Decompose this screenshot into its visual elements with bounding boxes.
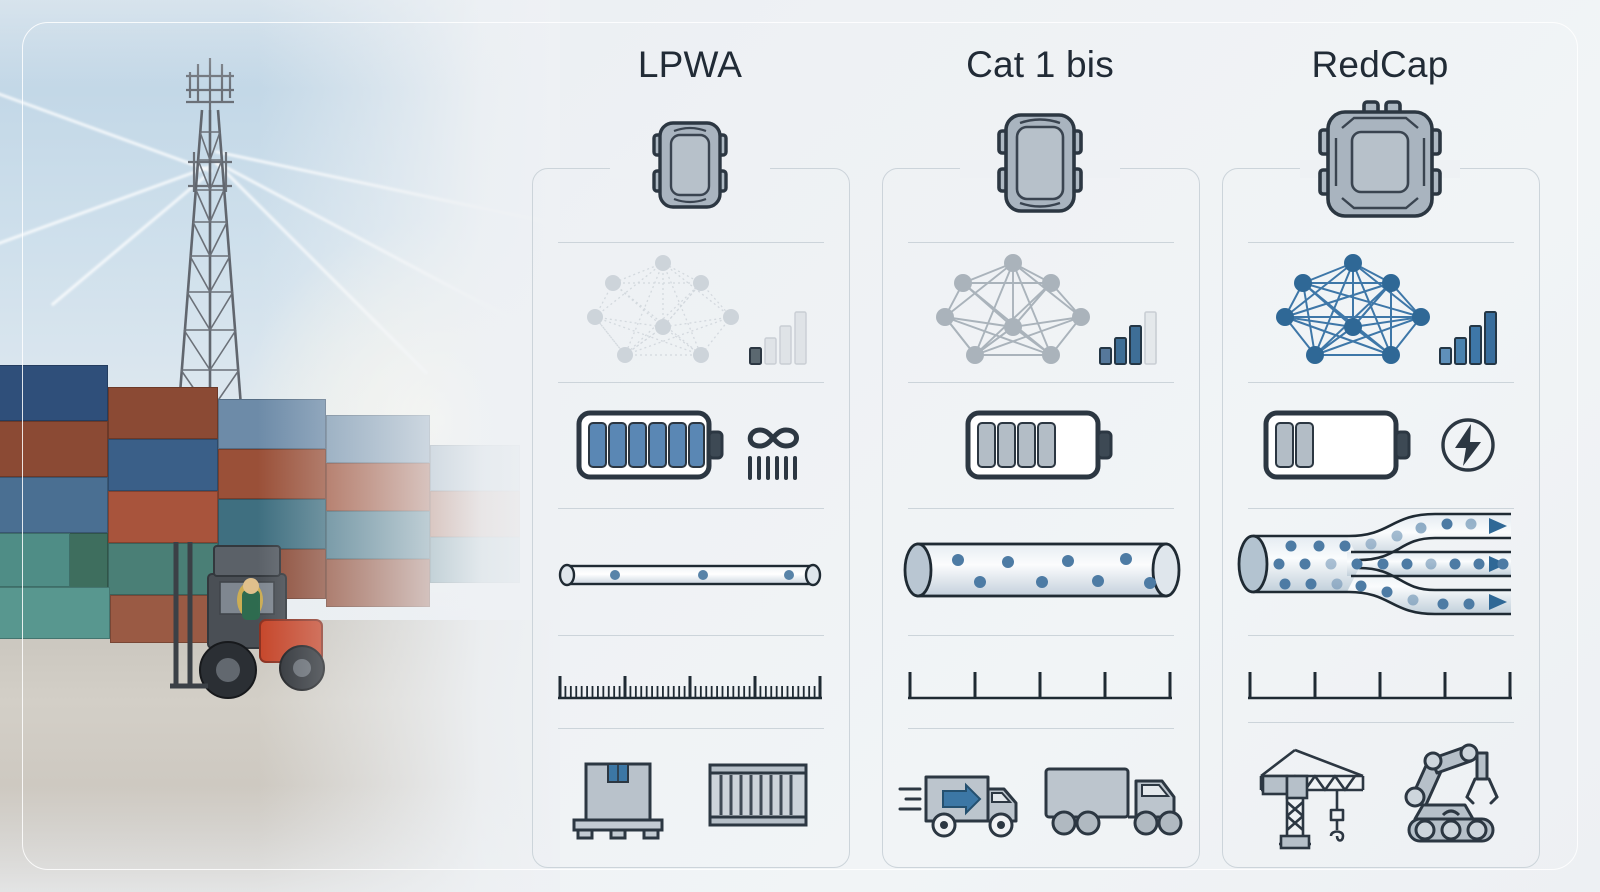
column-cat1bis[interactable]: Cat 1 bis <box>870 0 1210 892</box>
column-lpwa[interactable]: LPWA <box>520 0 860 892</box>
ruler-icon <box>908 672 1172 700</box>
row-divider <box>908 635 1174 636</box>
iot-module-icon <box>997 112 1083 213</box>
row-throughput <box>870 512 1210 628</box>
background-photo <box>0 0 560 892</box>
data-pipe-icon <box>903 542 1181 598</box>
ruler-icon <box>558 676 822 700</box>
shipping-container-icon <box>708 763 808 827</box>
row-latency <box>520 640 860 730</box>
battery-icon <box>965 410 1113 480</box>
row-divider <box>558 635 824 636</box>
row-module <box>520 110 860 220</box>
column-title-redcap: RedCap <box>1311 44 1449 85</box>
row-usecases <box>1210 728 1550 853</box>
row-divider <box>1248 635 1514 636</box>
data-pipe-icon <box>1237 512 1511 616</box>
row-throughput <box>1210 500 1550 628</box>
row-latency <box>870 640 1210 730</box>
row-latency <box>1210 640 1550 730</box>
mesh-network-icon <box>587 255 739 363</box>
row-coverage <box>870 250 1210 370</box>
delivery-van-icon <box>898 775 1018 837</box>
signal-bars-icon <box>1439 311 1497 365</box>
row-usecases <box>520 740 860 850</box>
row-divider <box>1248 508 1514 509</box>
robot-arm-icon <box>1404 743 1499 842</box>
column-title-cat1bis: Cat 1 bis <box>966 44 1114 85</box>
mesh-network-icon <box>1276 254 1430 364</box>
row-coverage <box>1210 250 1550 370</box>
row-divider <box>908 508 1174 509</box>
row-divider <box>908 242 1174 243</box>
signal-bars-icon <box>1099 311 1157 365</box>
row-power <box>1210 392 1550 498</box>
row-divider <box>558 508 824 509</box>
data-pipe-icon <box>558 563 822 587</box>
row-usecases <box>870 745 1210 850</box>
signal-bars-icon <box>749 311 807 365</box>
pallet-box-icon <box>572 762 664 840</box>
row-coverage <box>520 250 860 370</box>
photo-fade-overlay-vertical <box>0 0 560 892</box>
row-module <box>1210 96 1550 224</box>
row-module <box>870 105 1210 220</box>
lightning-bolt-icon <box>1441 418 1495 472</box>
row-power <box>520 392 860 498</box>
ruler-icon <box>1248 672 1512 700</box>
iot-module-icon <box>1318 100 1442 218</box>
battery-icon <box>576 410 724 480</box>
comparison-columns: LPWA <box>520 0 1600 892</box>
row-divider <box>908 728 1174 729</box>
row-throughput <box>520 518 860 628</box>
row-divider <box>1248 242 1514 243</box>
semi-truck-icon <box>1044 767 1183 835</box>
column-title-lpwa: LPWA <box>637 44 743 85</box>
tower-crane-icon <box>1259 748 1365 849</box>
row-divider <box>1248 382 1514 383</box>
row-divider <box>558 382 824 383</box>
infinity-icon <box>747 427 799 480</box>
iot-module-icon <box>652 121 728 209</box>
row-divider <box>558 728 824 729</box>
row-power <box>870 392 1210 498</box>
battery-icon <box>1263 410 1411 480</box>
mesh-network-icon <box>936 254 1090 364</box>
row-divider <box>1248 722 1514 723</box>
column-redcap[interactable]: RedCap <box>1210 0 1550 892</box>
row-divider <box>908 382 1174 383</box>
row-divider <box>558 242 824 243</box>
